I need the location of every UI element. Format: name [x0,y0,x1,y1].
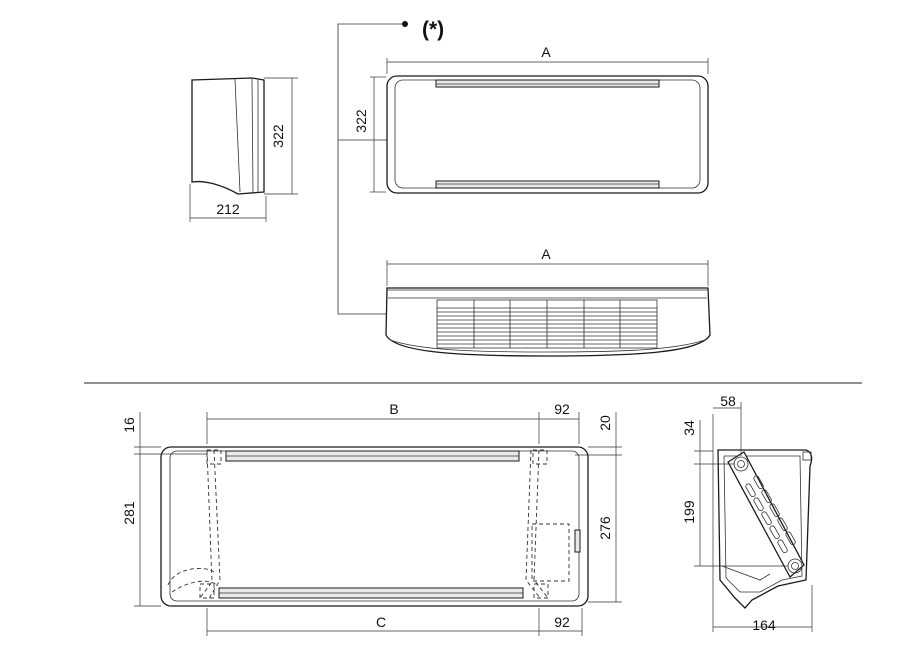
side-depth-label: 212 [216,201,240,217]
mounting-plate-view [134,412,622,636]
bottom-width-label: A [541,246,551,262]
front-width-label: A [541,44,551,60]
front-height-label: 322 [353,109,369,133]
right-offset-top-label: 92 [554,401,570,417]
height-left-label: 281 [121,501,137,525]
side-height-label: 322 [270,124,286,148]
bottom-view [385,260,711,357]
top-offset-label: 16 [121,417,137,433]
bracket-side-view [694,402,813,632]
bracket-depth-label: 164 [752,617,776,633]
width-c-label: C [376,614,386,630]
note-mark: (*) [422,18,444,41]
right-top-gap-label: 20 [597,415,613,431]
bracket-hole-height-label: 199 [681,500,697,524]
bracket-top-height-label: 34 [681,420,697,436]
height-right-label: 276 [597,516,613,540]
width-b-label: B [389,401,398,417]
front-view [370,58,709,194]
bracket-top-width-label: 58 [720,393,736,409]
side-view-top [189,77,298,222]
right-offset-bottom-label: 92 [554,614,570,630]
